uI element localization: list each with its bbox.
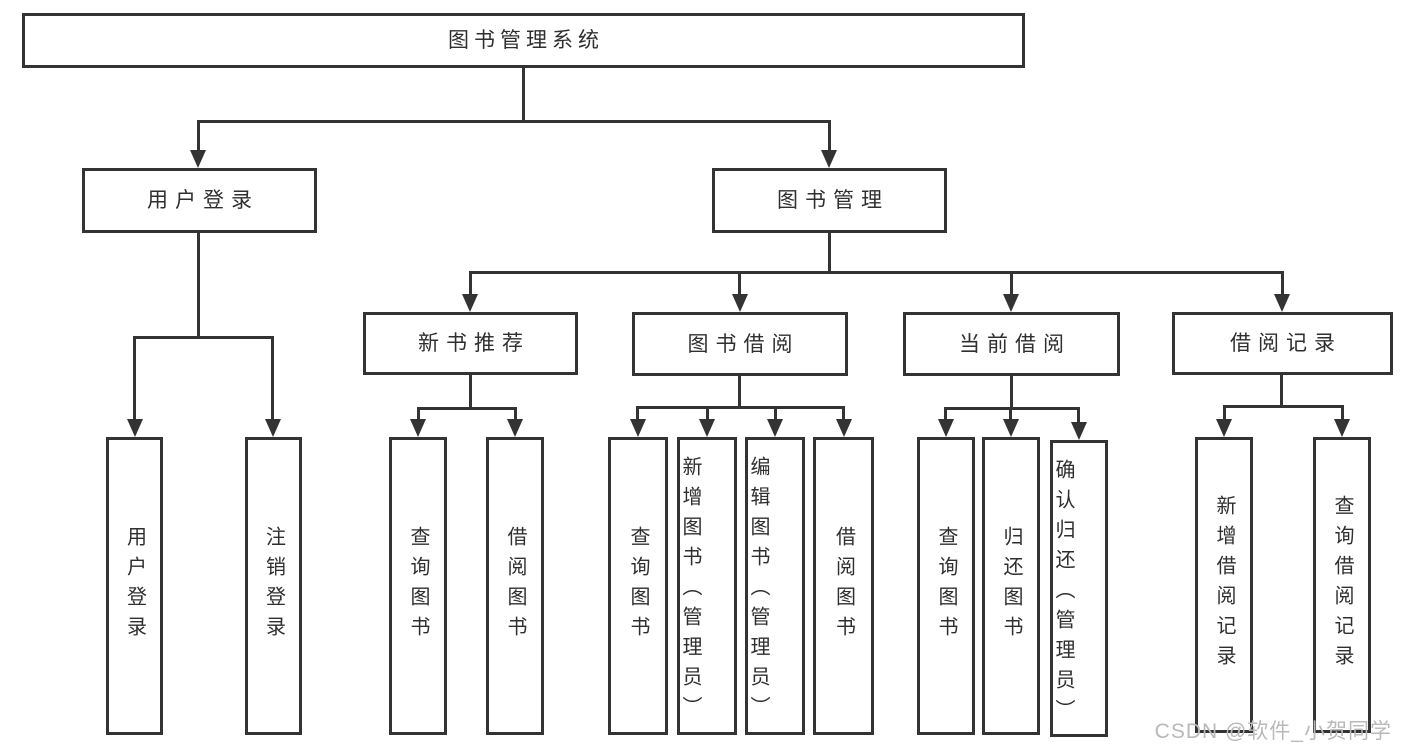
leaf-borrow-add-book-admin-label: 新增图书（管理员） [679, 456, 701, 726]
leaf-borrow-borrow-book-label: 借阅图书 [832, 526, 855, 646]
connector-drop-current-query [944, 407, 947, 420]
node-current-borrow: 当前借阅 [903, 312, 1120, 376]
arrowhead-recommend-query [410, 419, 426, 437]
leaf-borrow-edit-book-admin: 编辑图书（管理员） [745, 437, 805, 735]
node-current-borrow-label: 当前借阅 [959, 332, 1071, 356]
leaf-current-confirm-return-admin-label: 确认归还（管理员） [1052, 458, 1074, 729]
connector-drop-user-login [197, 120, 200, 152]
arrowhead-leaf-logout [265, 419, 281, 437]
arrowhead-current-return [1003, 419, 1019, 437]
leaf-user-login-label: 用户登录 [123, 526, 146, 646]
connector-root-stem [522, 68, 525, 121]
leaf-current-return-book: 归还图书 [982, 437, 1040, 735]
connector-user-login-hline [133, 336, 274, 339]
connector-borrow-record-hline [1223, 405, 1344, 408]
leaf-record-add-borrow-record: 新增借阅记录 [1195, 437, 1253, 733]
leaf-current-query-book-label: 查询图书 [935, 526, 957, 646]
leaf-borrow-edit-book-admin-label: 编辑图书（管理员） [747, 456, 769, 726]
connector-book-management-stem [828, 233, 831, 271]
leaf-record-add-borrow-record-label: 新增借阅记录 [1213, 495, 1235, 675]
arrowhead-book-management [821, 150, 837, 168]
arrowhead-recommend-borrow [507, 419, 523, 437]
connector-drop-book-borrow [738, 271, 741, 295]
arrowhead-borrow-record [1274, 294, 1290, 312]
arrowhead-borrow-edit [767, 419, 783, 437]
arrowhead-record-add [1216, 419, 1232, 437]
node-root-label: 图书管理系统 [448, 29, 604, 52]
arrowhead-borrow-borrow [836, 419, 852, 437]
leaf-current-confirm-return-admin: 确认归还（管理员） [1050, 440, 1108, 737]
node-new-book-recommend-label: 新书推荐 [418, 332, 530, 355]
connector-drop-current-return [1009, 407, 1012, 420]
arrowhead-current-borrow [1003, 294, 1019, 312]
connector-drop-leaf-logout [271, 336, 274, 420]
connector-drop-leaf-user-login [133, 336, 136, 420]
connector-current-borrow-hline [944, 407, 1080, 410]
arrowhead-record-query [1334, 419, 1350, 437]
node-book-management: 图书管理 [712, 168, 947, 233]
leaf-logout-login: 注销登录 [245, 437, 302, 735]
arrowhead-new-book-recommend [462, 294, 478, 312]
arrowhead-current-confirm [1071, 422, 1087, 440]
connector-level3-hline [469, 271, 1283, 274]
leaf-recommend-borrow-book: 借阅图书 [486, 437, 544, 735]
leaf-record-query-borrow-record: 查询借阅记录 [1313, 437, 1371, 733]
connector-drop-borrow-edit [774, 406, 777, 420]
connector-book-borrow-stem [738, 375, 741, 407]
arrowhead-borrow-query [630, 419, 646, 437]
node-user-login: 用户登录 [82, 168, 317, 233]
connector-current-borrow-stem [1010, 375, 1013, 408]
node-new-book-recommend: 新书推荐 [363, 312, 578, 375]
leaf-user-login: 用户登录 [106, 437, 163, 735]
leaf-current-return-book-label: 归还图书 [1000, 526, 1022, 646]
leaf-record-query-borrow-record-label: 查询借阅记录 [1331, 495, 1353, 675]
node-book-management-label: 图书管理 [777, 189, 889, 212]
connector-drop-borrow-add [706, 406, 709, 420]
node-book-borrow-label: 图书借阅 [687, 332, 800, 356]
connector-drop-current-confirm [1077, 407, 1080, 423]
arrowhead-borrow-add [699, 419, 715, 437]
connector-drop-recommend-query [417, 407, 420, 420]
leaf-borrow-add-book-admin: 新增图书（管理员） [677, 437, 737, 735]
connector-drop-new-book-recommend [469, 271, 472, 295]
leaf-recommend-query-book: 查询图书 [389, 437, 447, 735]
leaf-recommend-query-book-label: 查询图书 [407, 526, 429, 646]
leaf-logout-login-label: 注销登录 [262, 526, 285, 646]
node-root: 图书管理系统 [22, 13, 1025, 68]
connector-user-login-stem [197, 233, 200, 336]
connector-drop-recommend-borrow [514, 407, 517, 420]
arrowhead-user-login [190, 150, 206, 168]
node-borrow-record: 借阅记录 [1172, 312, 1393, 375]
connector-borrow-record-stem [1280, 375, 1283, 406]
arrowhead-leaf-user-login [127, 419, 143, 437]
connector-level2-hline [197, 120, 831, 123]
connector-drop-record-add [1223, 405, 1226, 420]
connector-new-book-recommend-stem [469, 375, 472, 408]
connector-drop-borrow-query [636, 406, 639, 420]
arrowhead-book-borrow [732, 294, 748, 312]
connector-new-book-recommend-hline [417, 407, 517, 410]
node-user-login-label: 用户登录 [147, 189, 259, 212]
connector-drop-book-management [828, 120, 831, 152]
csdn-watermark: CSDN @软件_小贺同学 [1154, 720, 1392, 743]
connector-drop-record-query [1341, 405, 1344, 420]
leaf-current-query-book: 查询图书 [917, 437, 975, 735]
node-book-borrow: 图书借阅 [632, 312, 848, 376]
connector-drop-current-borrow [1010, 271, 1013, 295]
leaf-borrow-query-book-label: 查询图书 [627, 526, 649, 646]
connector-drop-borrow-borrow [842, 406, 845, 420]
leaf-borrow-borrow-book: 借阅图书 [813, 437, 874, 735]
arrowhead-current-query [938, 419, 954, 437]
connector-book-borrow-hline [636, 406, 845, 409]
leaf-borrow-query-book: 查询图书 [608, 437, 668, 735]
node-borrow-record-label: 借阅记录 [1230, 332, 1342, 355]
connector-drop-borrow-record [1281, 271, 1284, 295]
leaf-recommend-borrow-book-label: 借阅图书 [504, 526, 526, 646]
